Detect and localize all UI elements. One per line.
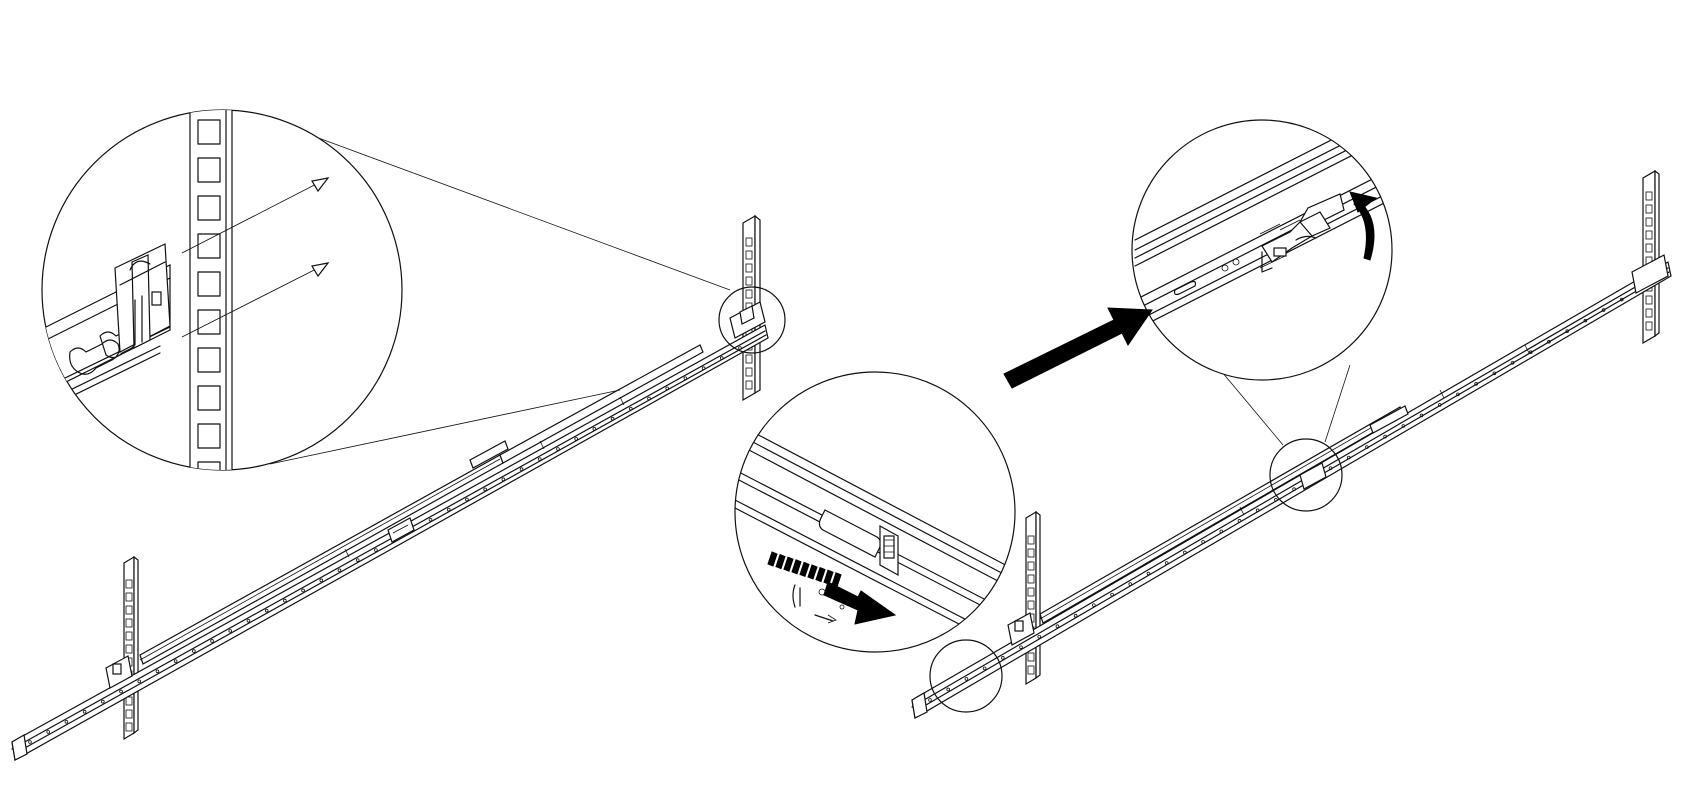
left-front-post <box>123 555 139 741</box>
arrow-icon <box>1003 307 1153 389</box>
arrow-icon <box>823 581 897 625</box>
left-detail-circle <box>41 109 403 471</box>
left-slide-rail <box>11 301 769 761</box>
left-panel <box>11 109 786 761</box>
mid-callout-circle <box>1269 438 1343 512</box>
right-panel <box>734 119 1672 719</box>
curved-arrow-icon <box>1349 191 1378 261</box>
right-front-post <box>1025 510 1041 686</box>
right-rear-post <box>1642 169 1660 345</box>
right-slide-rail <box>911 254 1672 719</box>
front-release-detail-circle <box>734 371 1016 653</box>
rear-latch-detail-circle <box>1131 119 1393 381</box>
front-callout-circle <box>929 639 1003 713</box>
left-zoom-callout <box>269 132 786 465</box>
